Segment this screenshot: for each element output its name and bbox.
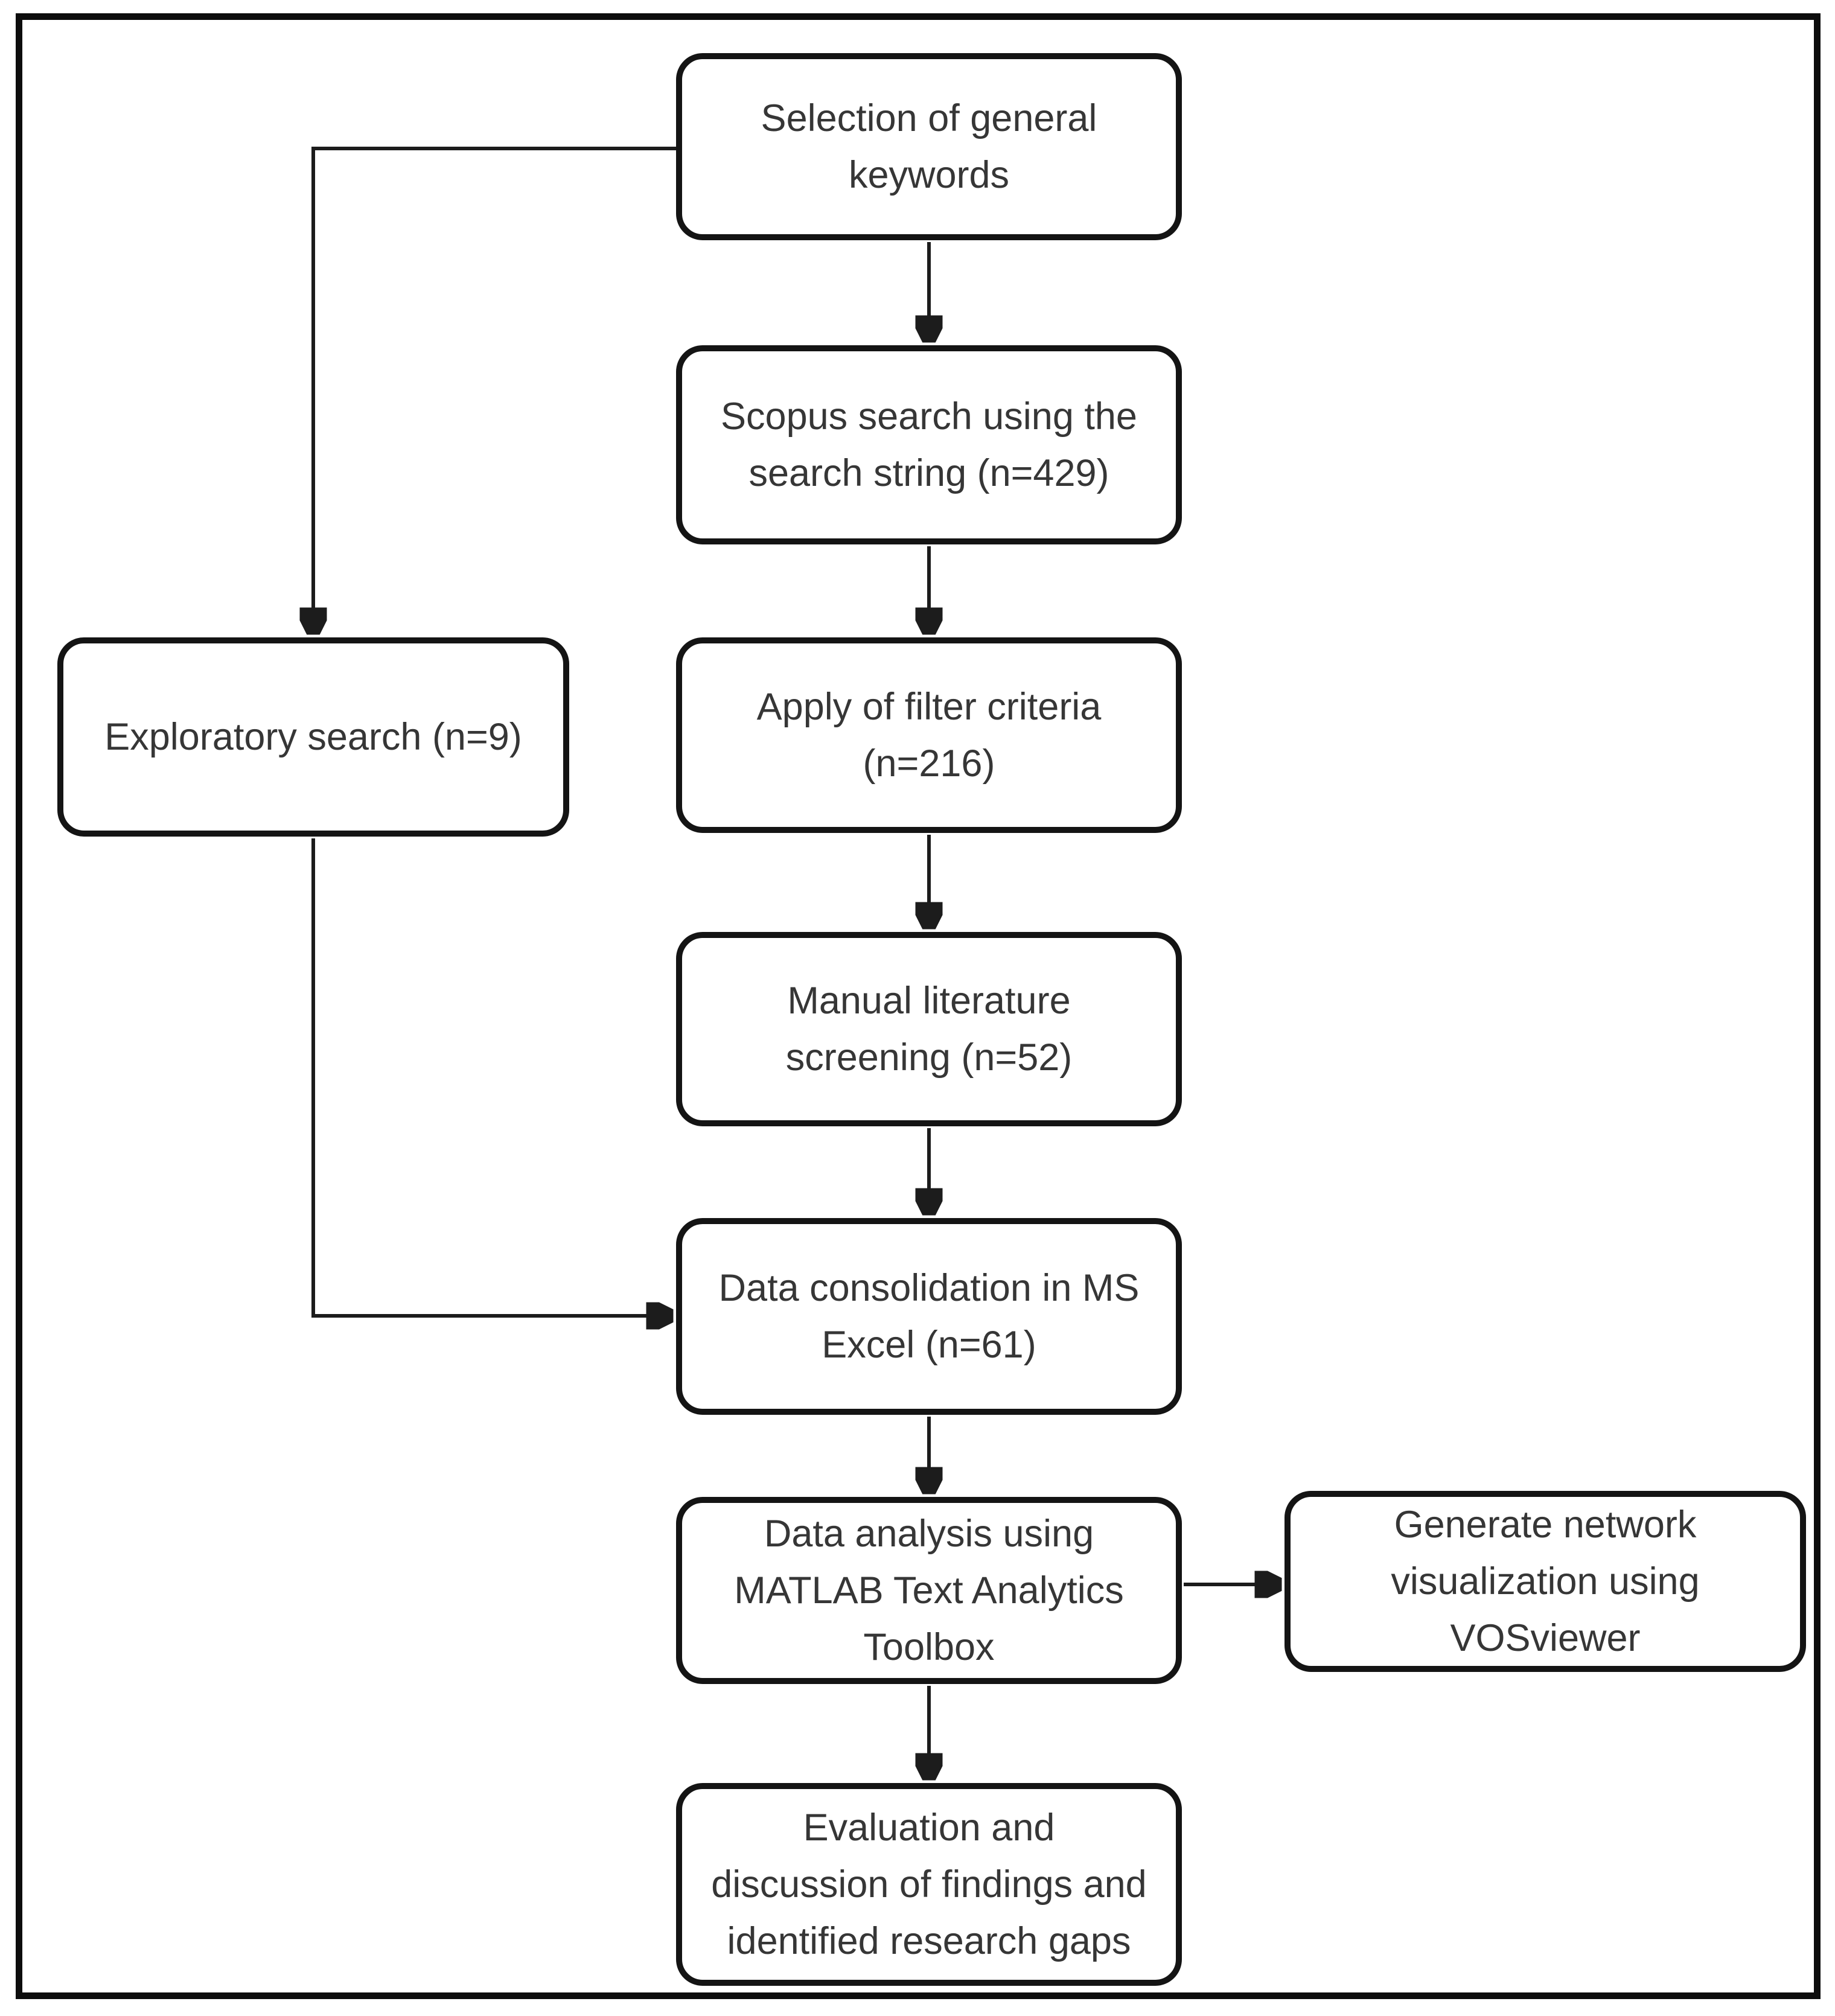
node-data-analysis-matlab: Data analysis using MATLAB Text Analytic… [676, 1497, 1182, 1684]
node-evaluation-discussion: Evaluation and discussion of findings an… [676, 1783, 1182, 1986]
node-apply-filter-criteria: Apply of filter criteria (n=216) [676, 637, 1182, 833]
node-label: Selection of general keywords [761, 97, 1097, 196]
node-label: Data consolidation in MS Excel (n=61) [718, 1267, 1140, 1366]
node-label: Data analysis using MATLAB Text Analytic… [734, 1513, 1124, 1668]
node-label: Manual literature screening (n=52) [785, 980, 1073, 1079]
node-label: Generate network visualization using VOS… [1391, 1504, 1700, 1659]
node-manual-literature-screening: Manual literature screening (n=52) [676, 932, 1182, 1126]
node-generate-network-vosviewer: Generate network visualization using VOS… [1284, 1491, 1806, 1672]
node-label: Apply of filter criteria (n=216) [756, 686, 1102, 785]
node-label: Evaluation and discussion of findings an… [711, 1807, 1147, 1962]
node-label: Scopus search using the search string (n… [721, 395, 1137, 494]
node-label: Exploratory search (n=9) [104, 716, 522, 758]
node-selection-of-general-keywords: Selection of general keywords [676, 53, 1182, 240]
node-exploratory-search: Exploratory search (n=9) [57, 637, 569, 837]
node-data-consolidation-excel: Data consolidation in MS Excel (n=61) [676, 1218, 1182, 1415]
node-scopus-search: Scopus search using the search string (n… [676, 345, 1182, 544]
outer-border [16, 13, 1821, 1999]
